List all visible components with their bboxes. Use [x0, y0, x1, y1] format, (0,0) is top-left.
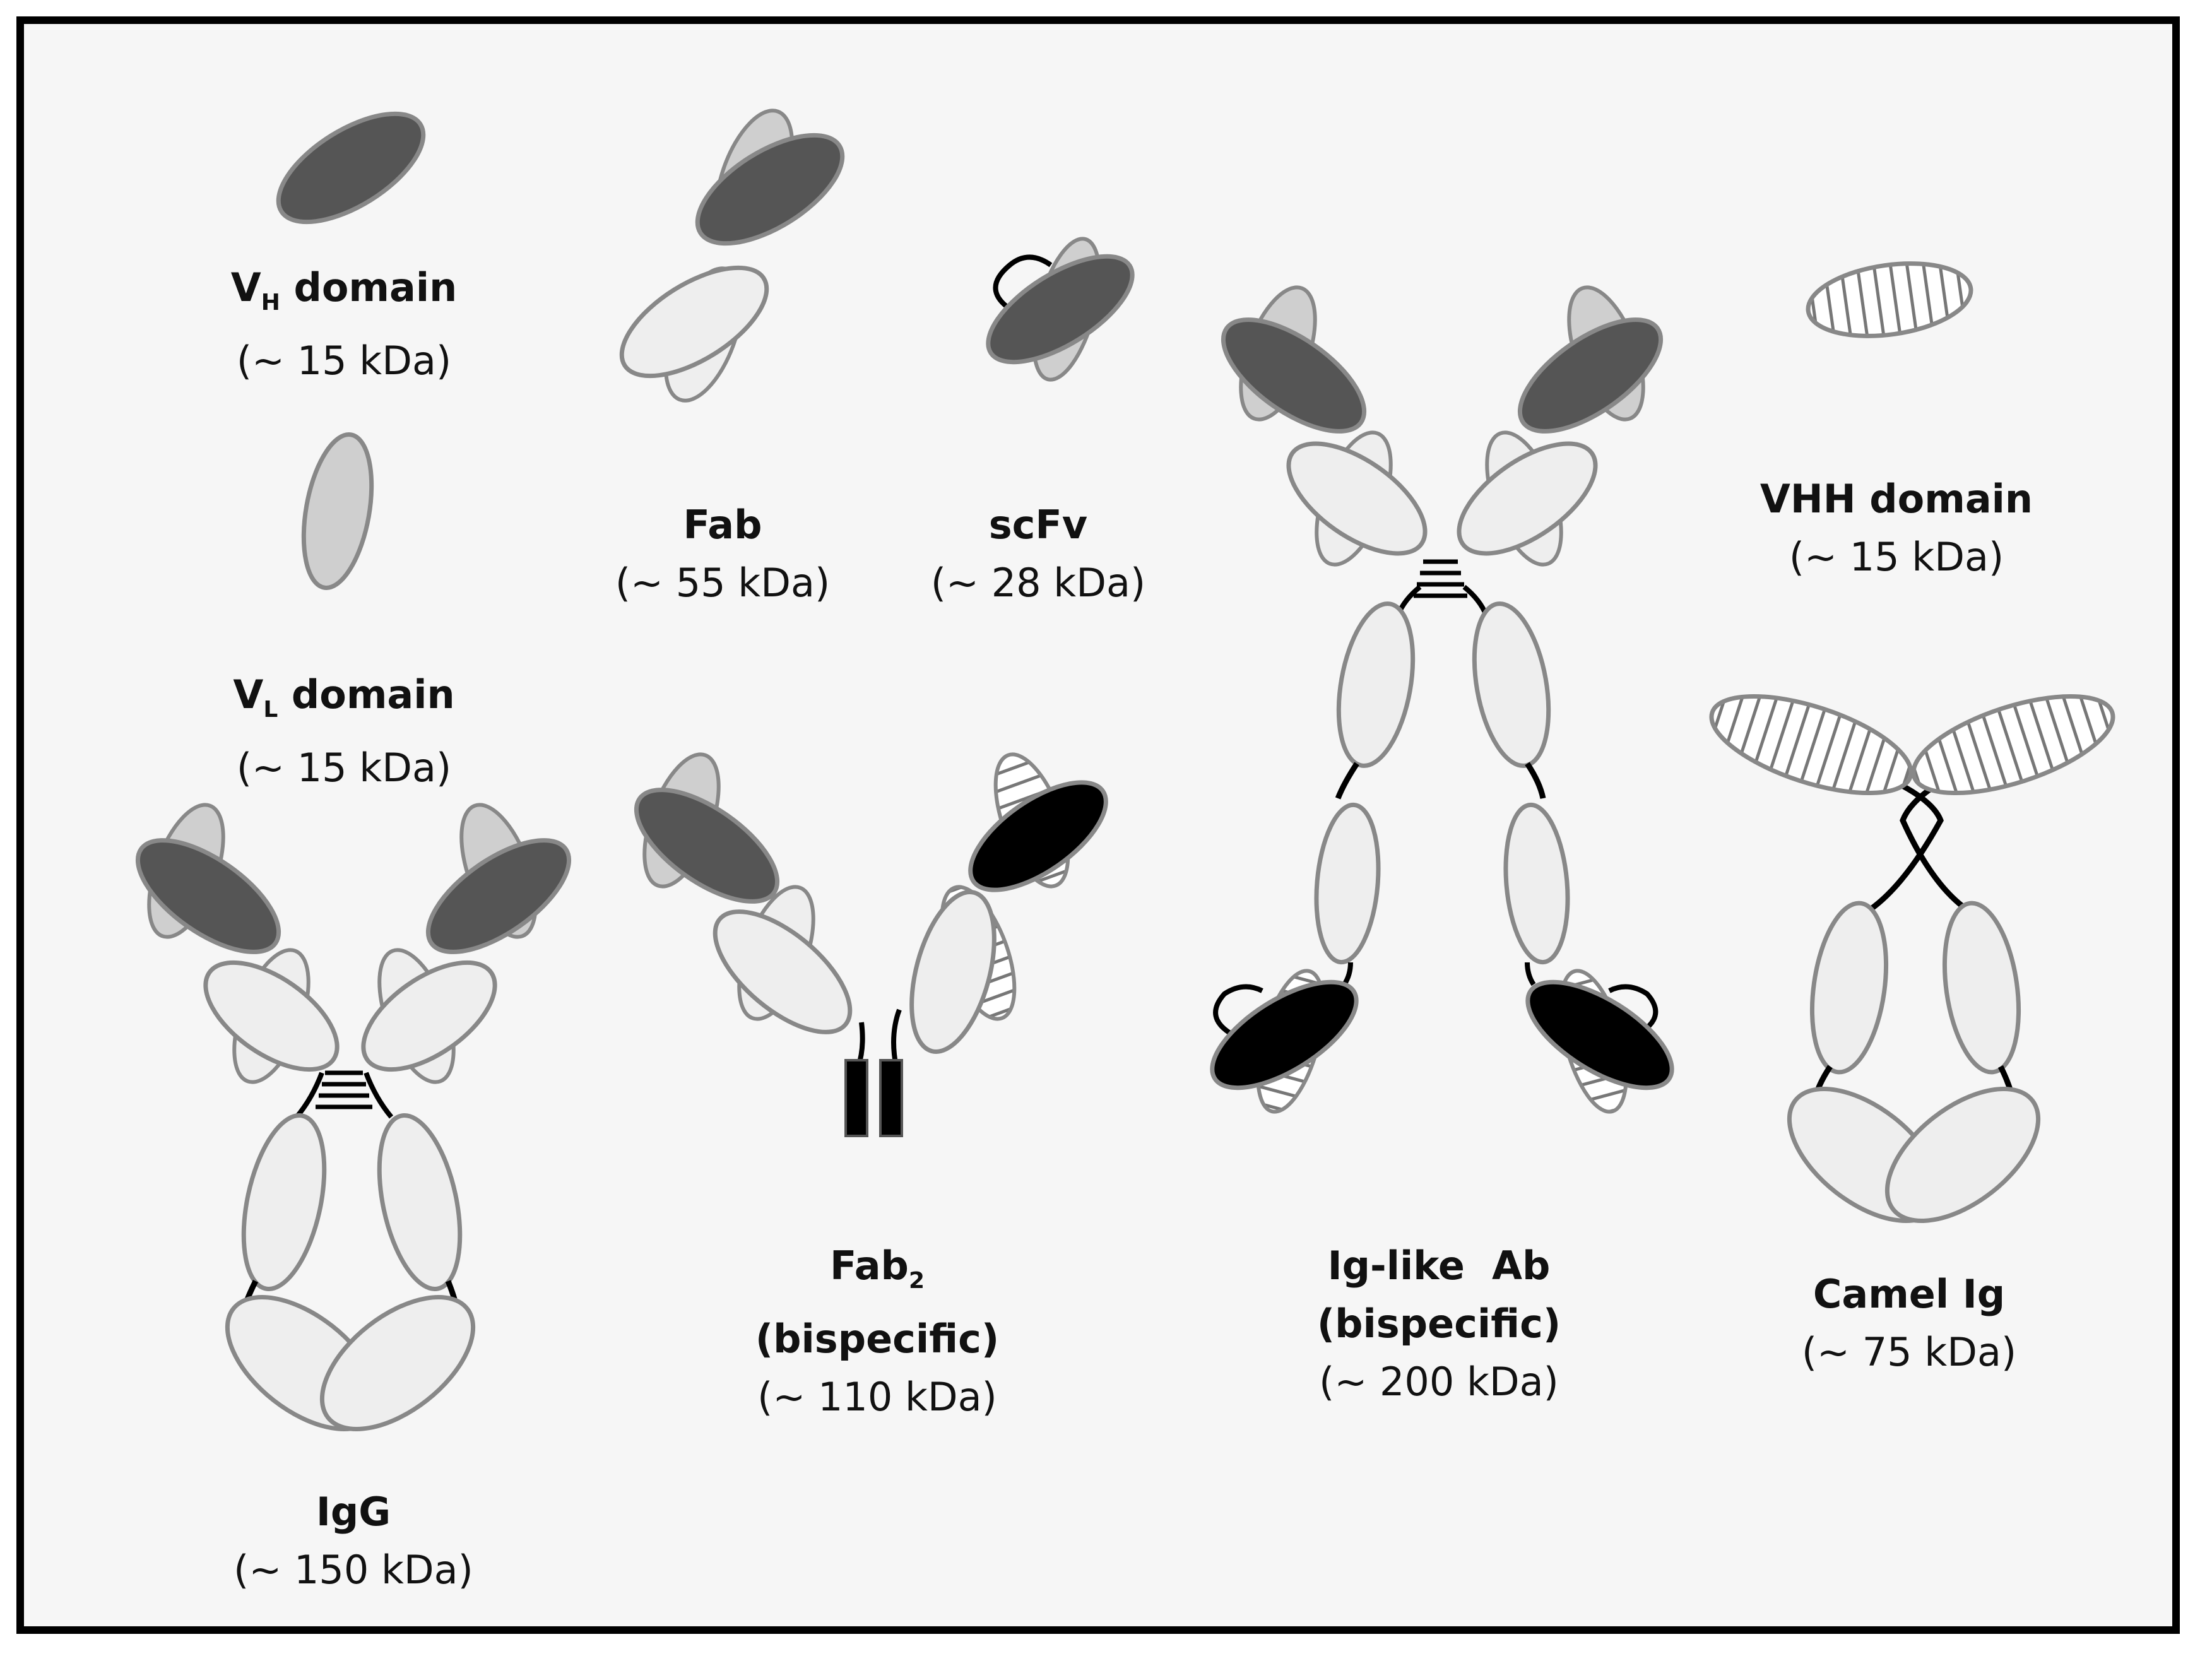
vh-domain-mass: (~ 15 kDa) — [236, 338, 452, 384]
vhh-domain-mass: (~ 15 kDa) — [1789, 534, 2004, 580]
scfv-mass: (~ 28 kDa) — [930, 560, 1146, 606]
vhh-domain-icon — [1806, 261, 1973, 338]
fab2-label: Fab2 (bispecific) (~ 110 kDa) — [755, 1237, 999, 1426]
igg-mass: (~ 150 kDa) — [234, 1547, 473, 1593]
camel-ig-mass: (~ 75 kDa) — [1801, 1329, 2017, 1375]
vl-domain-icon — [301, 432, 374, 590]
iglike-mass: (~ 200 kDa) — [1319, 1359, 1559, 1405]
camel-ig-label: Camel Ig (~ 75 kDa) — [1802, 1265, 2016, 1381]
igg-label: IgG (~ 150 kDa) — [234, 1483, 473, 1599]
fab2-bispecific-icon — [634, 752, 1108, 1137]
vl-domain-mass: (~ 15 kDa) — [236, 745, 452, 791]
scfv-label: scFv (~ 28 kDa) — [931, 496, 1145, 612]
vhh-domain-label: VHH domain (~ 15 kDa) — [1760, 470, 2033, 586]
fab2-mass: (~ 110 kDa) — [757, 1374, 997, 1420]
vh-domain-label: VH domain (~ 15 kDa) — [231, 259, 458, 390]
igg-icon — [135, 803, 572, 1432]
iglike-bispecific-icon — [1210, 285, 1674, 1114]
scfv-icon — [986, 237, 1135, 382]
fab-icon — [619, 109, 845, 403]
fab-label: Fab (~ 55 kDa) — [615, 496, 830, 612]
vl-domain-label: VL domain (~ 15 kDa) — [233, 666, 454, 797]
camel-ig-icon — [1709, 694, 2115, 1224]
fab-mass: (~ 55 kDa) — [615, 560, 831, 606]
iglike-label: Ig-like Ab (bispecific) (~ 200 kDa) — [1317, 1237, 1561, 1411]
vh-domain-icon — [276, 111, 426, 225]
